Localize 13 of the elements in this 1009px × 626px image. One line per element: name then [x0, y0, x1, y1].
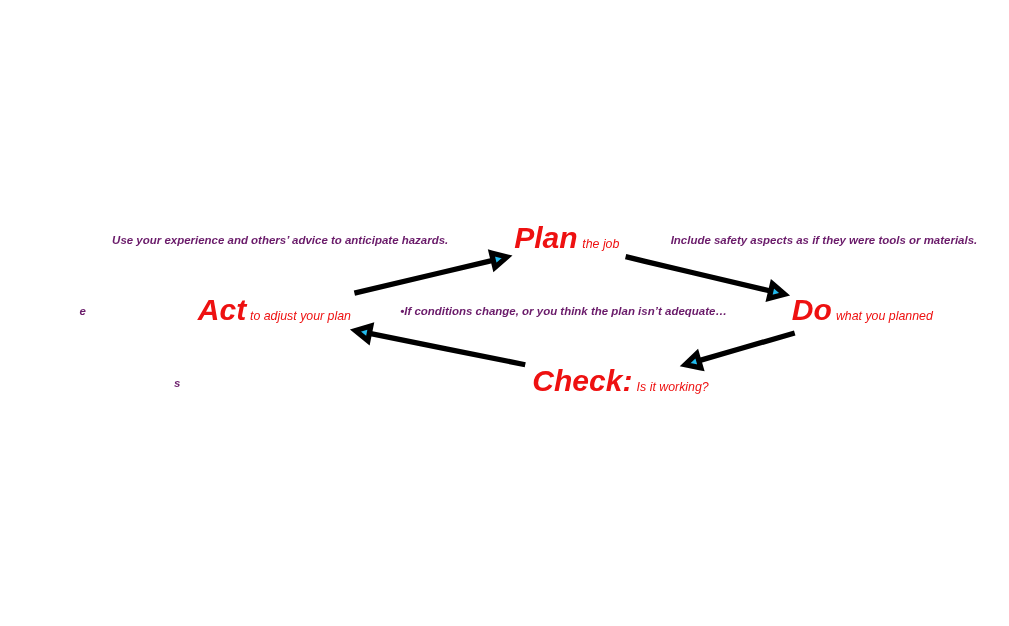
node-text: Do what you planned [791, 292, 933, 326]
node-text: Check:Is it working? [532, 364, 709, 398]
arrow [353, 249, 513, 296]
arrow [625, 254, 791, 302]
node-text: Actto adjust your plan [197, 292, 351, 326]
label: Use your experience and others’ advice to anticipate hazards. [112, 233, 449, 246]
arrow [349, 322, 526, 368]
label: e [79, 305, 86, 318]
arrow [679, 330, 796, 372]
node-text: Plan the job [514, 221, 620, 255]
label: s [173, 376, 181, 389]
label: •If conditions change, or you think the plan isn’t adequate… [400, 305, 727, 318]
label: Include safety aspects as if they were tools or materials. [670, 233, 978, 246]
